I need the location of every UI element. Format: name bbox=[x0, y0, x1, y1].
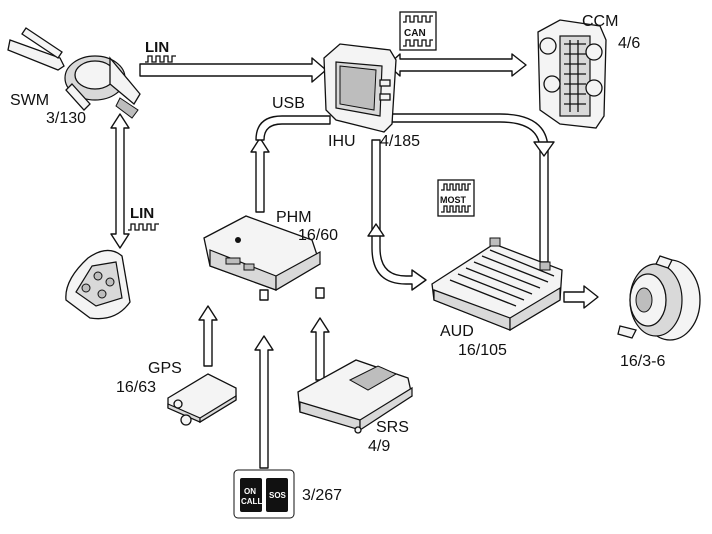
arrow-ihu-aud-up bbox=[367, 223, 385, 237]
can-symbol: CAN bbox=[399, 11, 437, 51]
ihu-ref: 4/185 bbox=[380, 133, 420, 150]
most-label: MOST bbox=[440, 195, 467, 205]
oncall-line2: CALL bbox=[241, 497, 262, 506]
arrow-oncall-phm-top bbox=[259, 289, 269, 301]
speaker-device bbox=[617, 255, 701, 341]
phm-name: PHM bbox=[276, 209, 312, 226]
arrow-aud-speaker bbox=[563, 285, 599, 309]
sos-button bbox=[266, 478, 288, 512]
ccm-name: CCM bbox=[582, 13, 618, 30]
ihu-name: IHU bbox=[328, 133, 356, 150]
arrow-swm-to-ihu bbox=[139, 57, 327, 83]
arrow-swm-buttons bbox=[110, 113, 130, 249]
arrow-most-down bbox=[533, 141, 555, 157]
lin-symbol-top: LIN bbox=[145, 39, 176, 63]
arrow-gps-phm bbox=[198, 305, 218, 367]
on-call-button bbox=[240, 478, 262, 512]
srs-name: SRS bbox=[376, 419, 409, 436]
arrow-ihu-aud bbox=[371, 139, 427, 291]
most-symbol: MOST bbox=[437, 179, 475, 217]
arrow-phm-ihu-usb bbox=[250, 137, 270, 213]
swm-device bbox=[7, 27, 141, 119]
aud-name: AUD bbox=[440, 323, 474, 340]
aud-device bbox=[431, 237, 563, 332]
usb-curve bbox=[255, 115, 331, 141]
steering-buttons-device bbox=[65, 249, 131, 320]
phm-device bbox=[203, 215, 321, 292]
aud-ref: 16/105 bbox=[458, 342, 507, 359]
speaker-ref: 16/3-6 bbox=[620, 353, 665, 370]
ihu-device bbox=[323, 43, 397, 133]
phm-ref: 16/60 bbox=[298, 227, 338, 244]
oncall-ref: 3/267 bbox=[302, 487, 342, 504]
gps-ref: 16/63 bbox=[116, 379, 156, 396]
swm-name: SWM bbox=[10, 92, 49, 109]
gps-name: GPS bbox=[148, 360, 182, 377]
arrow-srs-phm-top bbox=[315, 287, 325, 299]
lin-top-label: LIN bbox=[145, 39, 169, 56]
can-label: CAN bbox=[404, 28, 426, 39]
oncall-line1: ON bbox=[244, 487, 256, 496]
ccm-device bbox=[537, 19, 607, 129]
oncall-sos-buttons: ON CALL SOS bbox=[233, 469, 295, 519]
lin-left-label: LIN bbox=[130, 205, 154, 222]
srs-ref: 4/9 bbox=[368, 438, 390, 455]
ccm-ref: 4/6 bbox=[618, 35, 640, 52]
gps-device bbox=[167, 373, 237, 426]
arrow-oncall-phm bbox=[254, 335, 274, 469]
swm-ref: 3/130 bbox=[46, 110, 86, 127]
lin-symbol-left: LIN bbox=[128, 205, 159, 231]
arrow-srs-phm bbox=[310, 317, 330, 381]
sos-label: SOS bbox=[269, 491, 287, 500]
srs-device bbox=[297, 359, 413, 434]
arrow-ihu-ccm bbox=[387, 53, 527, 77]
usb-label: USB bbox=[272, 95, 305, 112]
